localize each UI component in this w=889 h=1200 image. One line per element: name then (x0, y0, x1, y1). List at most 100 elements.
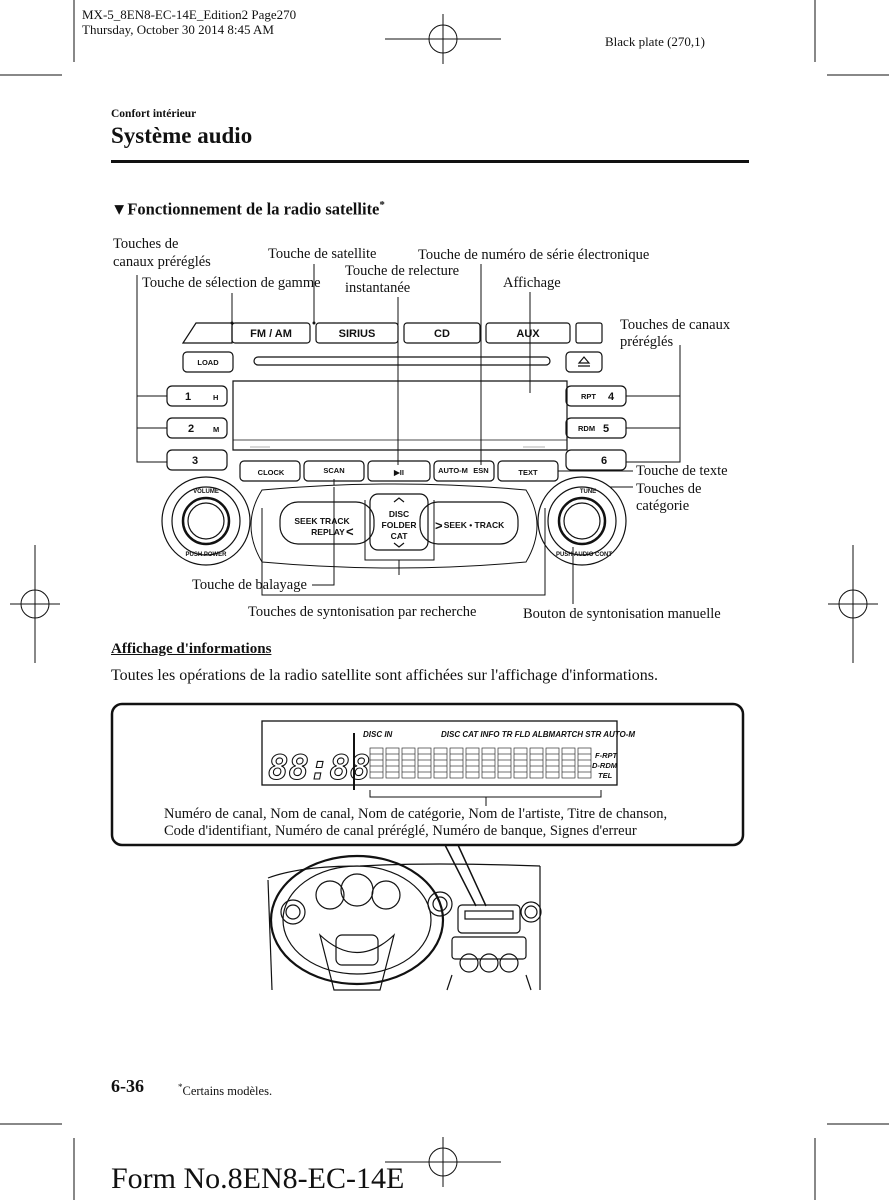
subsection-text: ▼Fonctionnement de la radio satellite (111, 199, 380, 219)
folder-label: FOLDER (382, 520, 417, 530)
disc-label: DISC (389, 509, 409, 519)
title-rule (111, 160, 749, 163)
preset-3-num: 3 (192, 455, 198, 467)
tune-knob (557, 496, 607, 546)
sirius-label: SIRIUS (339, 328, 376, 340)
eject-button (565, 351, 603, 373)
preset-2-num: 2 (188, 423, 194, 435)
seek-right-chevron: > (435, 518, 443, 533)
preset-5-num: 5 (603, 423, 609, 435)
segment-cell (577, 747, 592, 779)
preset-1-sub: H (213, 393, 218, 402)
print-header-plate: Black plate (270,1) (605, 34, 705, 49)
subsection-heading: ▼Fonctionnement de la radio satellite* (111, 199, 385, 220)
callout-text-key: Touche de texte (636, 463, 728, 479)
tune-push-label: PUSH AUDIO CONT (556, 552, 612, 558)
volume-ring (161, 476, 251, 566)
replay-label: REPLAY (311, 527, 345, 537)
segment-cell (369, 747, 384, 779)
display-clock: 88:88 (268, 748, 370, 788)
display-window (232, 380, 568, 451)
tune-ring (537, 476, 627, 566)
mp3-logo-box (575, 322, 603, 344)
footnote-mark: * (178, 1082, 183, 1092)
display-caption-line1: Numéro de canal, Nom de canal, Nom de ca… (164, 806, 668, 822)
print-header-date: Thursday, October 30 2014 8:45 AM (82, 22, 274, 37)
disc-slot (253, 356, 551, 366)
disc-folder-cat-button (369, 493, 429, 551)
segment-cell (433, 747, 448, 779)
eject-icon (577, 356, 591, 367)
segment-cell (513, 747, 528, 779)
callout-replay: Touche de relecture instantanée (345, 263, 459, 297)
preset-6-button (565, 449, 627, 471)
volume-ring-label: VOLUME (193, 489, 219, 495)
aux-button (485, 322, 571, 344)
flag-d-rdm: D-RDM (592, 761, 618, 770)
footnote: *Certains modèles. (178, 1082, 272, 1099)
fm-am-label: FM / AM (250, 328, 292, 340)
segment-cell (401, 747, 416, 779)
play-pause-button (367, 460, 431, 482)
callout-band-select: Touche de sélection de gamme (142, 275, 321, 291)
preset-4-sub: RPT (581, 392, 596, 401)
cat-label: CAT (391, 531, 409, 541)
scan-label: SCAN (323, 466, 344, 475)
segment-cell (449, 747, 464, 779)
display-caption-line2: Code d'identifiant, Numéro de canal prér… (164, 823, 637, 839)
volume-push-label: PUSH POWER (185, 552, 227, 558)
cd-label: CD (434, 328, 450, 340)
callout-preset-right-text: Touches de canaux préréglés (620, 317, 731, 350)
callout-preset-left: Touches de canaux préréglés (113, 235, 211, 271)
volume-knob (181, 496, 231, 546)
fm-am-button (231, 322, 311, 344)
steering-wheel (269, 854, 445, 986)
indicator-disc-in: DISC IN (363, 730, 393, 739)
indicator-row: DISC CAT INFO TR FLD ALBMARTCH STR AUTO-… (441, 730, 635, 739)
preset-6-num: 6 (601, 455, 607, 467)
section-label: Confort intérieur (111, 108, 197, 120)
load-button (182, 351, 234, 373)
preset-1-num: 1 (185, 391, 191, 403)
callout-display: Affichage (503, 275, 561, 291)
segment-cell (561, 747, 576, 779)
segment-cell (465, 747, 480, 779)
callout-replay-text: Touche de relecture instantanée (345, 263, 460, 296)
play-pause-label: ▶II (393, 468, 404, 477)
info-heading: Affichage d'informations (111, 641, 272, 657)
tune-ring-label: TUNE (580, 489, 596, 495)
seek-left-chevron: < (346, 524, 354, 539)
info-text: Toutes les opérations de la radio satell… (111, 667, 658, 684)
callout-satellite: Touche de satellite (268, 246, 377, 262)
preset-3-button (166, 449, 228, 471)
callout-category: Touches de catégorie (636, 481, 701, 515)
callout-manual-tune: Bouton de syntonisation manuelle (523, 606, 721, 622)
aux-label: AUX (516, 328, 540, 340)
seek-right-button (419, 501, 519, 545)
callout-preset-left-text: Touches de canaux préréglés (113, 236, 211, 270)
segment-cell (529, 747, 544, 779)
clock-label: CLOCK (258, 468, 285, 477)
flag-f-rpt: F-RPT (595, 751, 618, 760)
callout-esn: Touche de numéro de série électronique (418, 247, 650, 263)
footnote-text: Certains modèles. (182, 1084, 273, 1099)
segment-cell (417, 747, 432, 779)
seek-left-label: SEEK TRACK (294, 516, 350, 526)
segment-cell (385, 747, 400, 779)
page-title: Système audio (111, 123, 253, 148)
preset-5-sub: RDM (578, 424, 595, 433)
text-label: TEXT (518, 468, 538, 477)
esn-label: ESN (473, 466, 488, 475)
segment-cell (497, 747, 512, 779)
preset-4-num: 4 (608, 391, 615, 403)
auto-m-esn-button (433, 460, 495, 482)
form-number: Form No.8EN8-EC-14E (111, 1162, 405, 1195)
preset-2-sub: M (213, 425, 219, 434)
callout-seek: Touches de syntonisation par recherche (248, 604, 477, 620)
auto-m-label: AUTO-M (438, 466, 468, 475)
seek-left-button (279, 501, 375, 545)
